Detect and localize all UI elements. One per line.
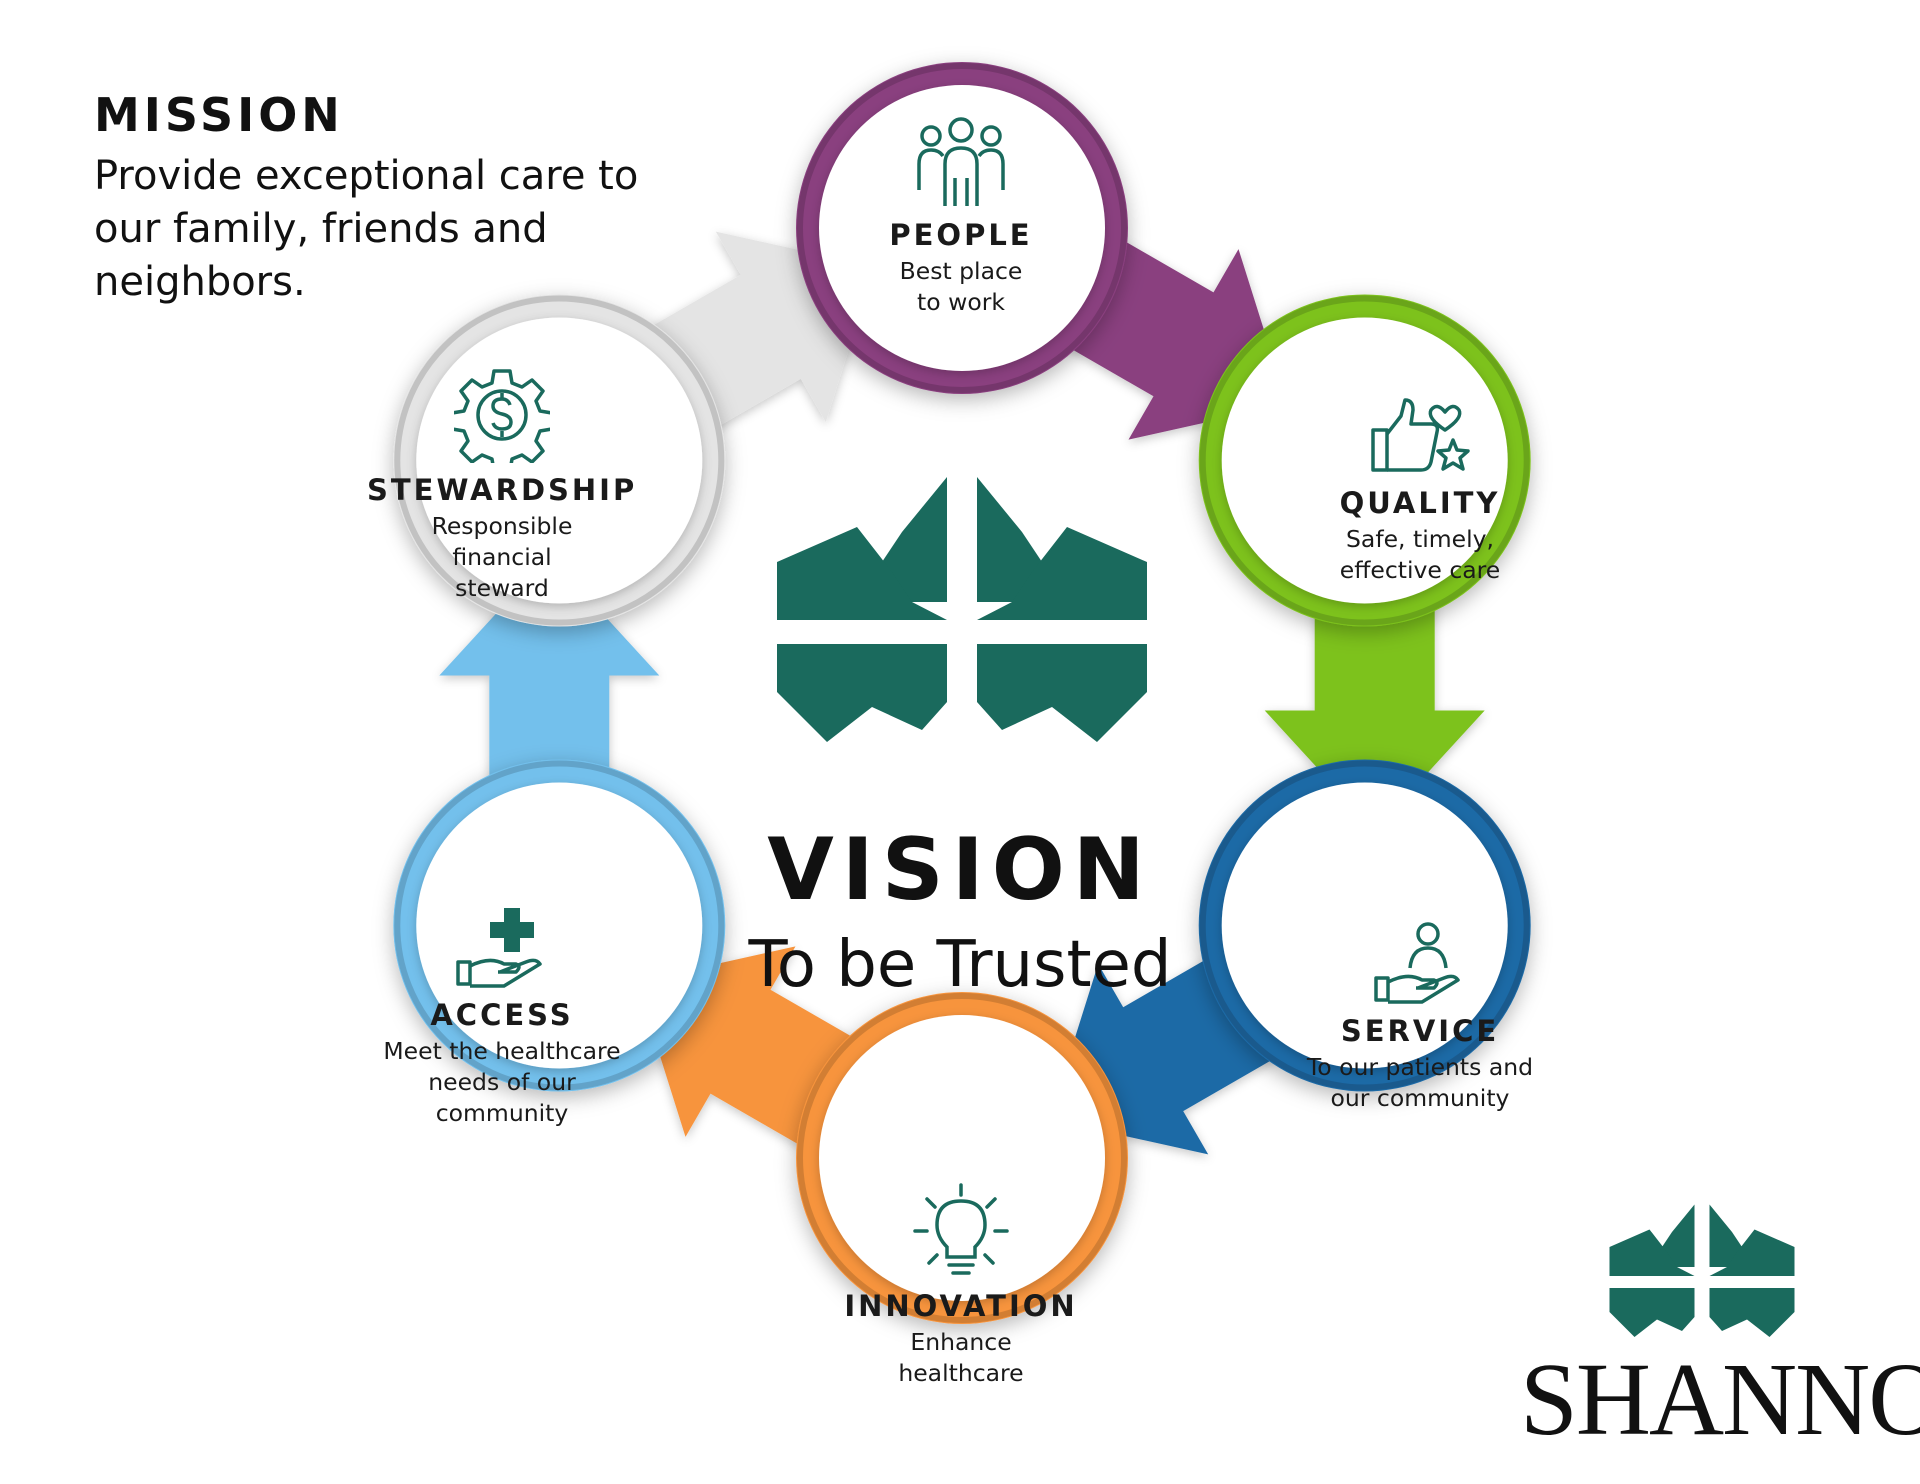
quality-title: QUALITY xyxy=(1339,486,1501,520)
value-node-innovation: INNOVATION Enhance healthcare xyxy=(826,1183,1096,1389)
circle-quality xyxy=(1198,294,1531,627)
disc-service xyxy=(1221,782,1508,1069)
mission-title: MISSION xyxy=(94,88,344,142)
people-icon xyxy=(917,117,1005,206)
disc-quality xyxy=(1221,317,1508,604)
ring-edge-stewardship xyxy=(394,295,725,626)
ring-edge-quality xyxy=(1199,295,1530,626)
ring-edge-service xyxy=(1199,760,1530,1091)
vision-text: To be Trusted xyxy=(748,928,1172,1002)
stewardship-title: STEWARDSHIP xyxy=(367,473,638,507)
value-circles xyxy=(393,62,1531,1324)
hand-cross-icon xyxy=(456,908,542,988)
mission-block: MISSION Provide exceptional care to our … xyxy=(94,88,654,309)
service-desc: To our patients and our community xyxy=(1306,1053,1534,1112)
ring-edge-access xyxy=(394,760,725,1091)
circle-service xyxy=(1198,759,1531,1092)
ring-edge-innovation xyxy=(797,993,1127,1323)
access-desc: Meet the healthcare needs of our communi… xyxy=(383,1037,621,1127)
hand-person-icon xyxy=(1374,922,1460,1004)
disc-access xyxy=(416,782,703,1069)
value-node-people: PEOPLE Best place to work xyxy=(826,116,1096,318)
lightbulb-icon xyxy=(913,1183,1009,1275)
innovation-desc: Enhance healthcare xyxy=(898,1328,1024,1387)
shannon-logo-mark-center xyxy=(777,477,1147,742)
innovation-title: INNOVATION xyxy=(844,1289,1078,1323)
mission-text: Provide exceptional care to our family, … xyxy=(94,153,639,305)
vision-block: VISION To be Trusted xyxy=(700,820,1220,1002)
shannon-logo-mark-corner xyxy=(1609,1204,1795,1337)
value-node-quality: QUALITY Safe, timely, effective care xyxy=(1285,390,1555,586)
thumbs-up-heart-star-icon xyxy=(1371,398,1470,472)
circle-access xyxy=(393,759,726,1092)
circle-people xyxy=(796,62,1128,394)
service-title: SERVICE xyxy=(1340,1014,1500,1048)
access-title: ACCESS xyxy=(430,998,574,1032)
people-title: PEOPLE xyxy=(889,218,1033,252)
ring-edge-people xyxy=(797,63,1127,393)
disc-innovation xyxy=(819,1015,1105,1301)
value-node-service: SERVICE To our patients and our communit… xyxy=(1285,920,1555,1114)
people-desc: Best place to work xyxy=(899,257,1023,316)
circle-innovation xyxy=(796,992,1128,1324)
gear-dollar-icon xyxy=(454,369,550,463)
disc-people xyxy=(819,85,1105,371)
disc-stewardship xyxy=(416,317,703,604)
brand-wordmark: SHANNON xyxy=(1520,1342,1920,1457)
quality-desc: Safe, timely, effective care xyxy=(1339,525,1501,584)
stewardship-desc: Responsible financial steward xyxy=(431,512,573,602)
vision-title: VISION xyxy=(767,820,1153,920)
circle-stewardship xyxy=(393,294,726,627)
value-node-stewardship: STEWARDSHIP Responsible financial stewar… xyxy=(367,367,637,604)
value-node-access: ACCESS Meet the healthcare needs of our … xyxy=(367,906,637,1129)
